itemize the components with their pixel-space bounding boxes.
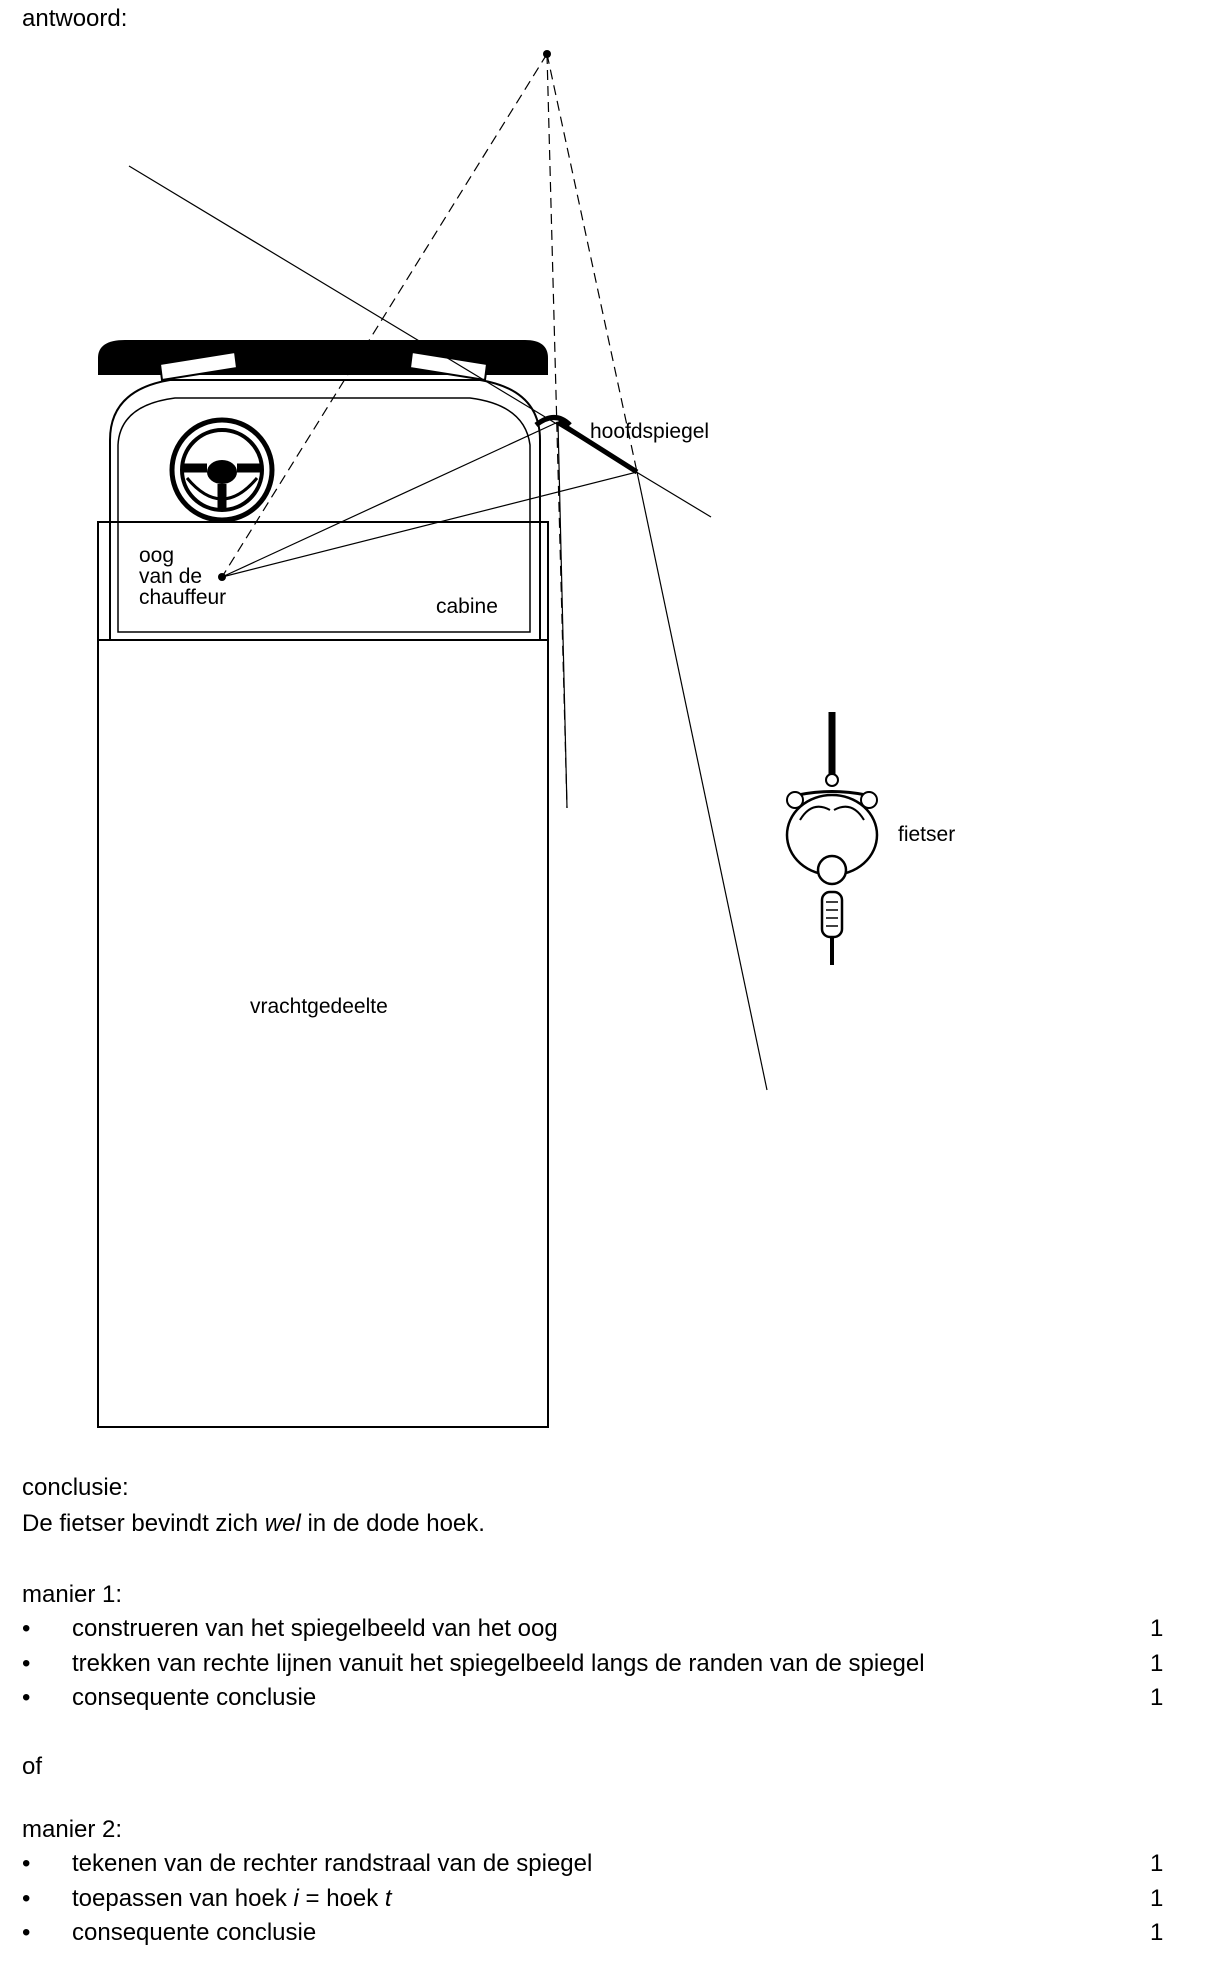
conclusion-heading: conclusie:	[22, 1474, 129, 1501]
windshield-inner	[117, 397, 531, 633]
main-mirror	[556, 419, 639, 475]
method2-heading: manier 2:	[22, 1816, 123, 1843]
separator-text: of	[22, 1753, 43, 1780]
image-point	[543, 50, 551, 58]
cabin-label: cabine	[436, 595, 498, 618]
method2-item: tekenen van de rechter randstraal van de…	[72, 1850, 593, 1877]
answer-label: antwoord:	[22, 5, 128, 32]
method1-heading: manier 1:	[22, 1581, 123, 1608]
cyclist-label: fietser	[898, 823, 955, 846]
bullet-marker: •	[22, 1684, 31, 1711]
mirror-label: hoofdspiegel	[590, 420, 709, 443]
method1-points: 1	[1150, 1684, 1164, 1711]
cargo-area	[97, 521, 549, 1428]
bullet-marker: •	[22, 1650, 31, 1677]
eye-label-line3: chauffeur	[139, 586, 226, 609]
bullet-marker: •	[22, 1919, 31, 1946]
bullet-marker: •	[22, 1615, 31, 1642]
method2-item: consequente conclusie	[72, 1919, 317, 1946]
method2-points: 1	[1150, 1850, 1164, 1877]
method1-item: construeren van het spiegelbeeld van het…	[72, 1615, 558, 1642]
conclusion-text: De fietser bevindt zich wel in de dode h…	[22, 1510, 485, 1537]
method1-item: trekken van rechte lijnen vanuit het spi…	[72, 1650, 925, 1677]
cabin-outline	[97, 522, 549, 641]
method2-points: 1	[1150, 1885, 1164, 1912]
cabin-roof	[109, 379, 541, 640]
mirror-mount	[534, 415, 572, 428]
bullet-marker: •	[22, 1885, 31, 1912]
steering-wheel-icon	[169, 417, 275, 523]
cyclist-icon	[785, 712, 879, 965]
method1-item: consequente conclusie	[72, 1684, 317, 1711]
bullet-marker: •	[22, 1850, 31, 1877]
method2-points: 1	[1150, 1919, 1164, 1946]
cargo-label: vrachtgedeelte	[250, 995, 388, 1018]
method1-points: 1	[1150, 1615, 1164, 1642]
method2-item: toepassen van hoek i = hoek t	[72, 1885, 392, 1912]
mirror-diagram: hoofdspiegel oog van de chauffeur cabine…	[97, 50, 955, 1428]
left-headlight	[158, 350, 239, 382]
eye-label-line2: van de	[139, 565, 202, 588]
method1-points: 1	[1150, 1650, 1164, 1677]
eye-point	[218, 573, 226, 581]
right-headlight	[408, 350, 489, 382]
eye-label-line1: oog	[139, 544, 174, 567]
